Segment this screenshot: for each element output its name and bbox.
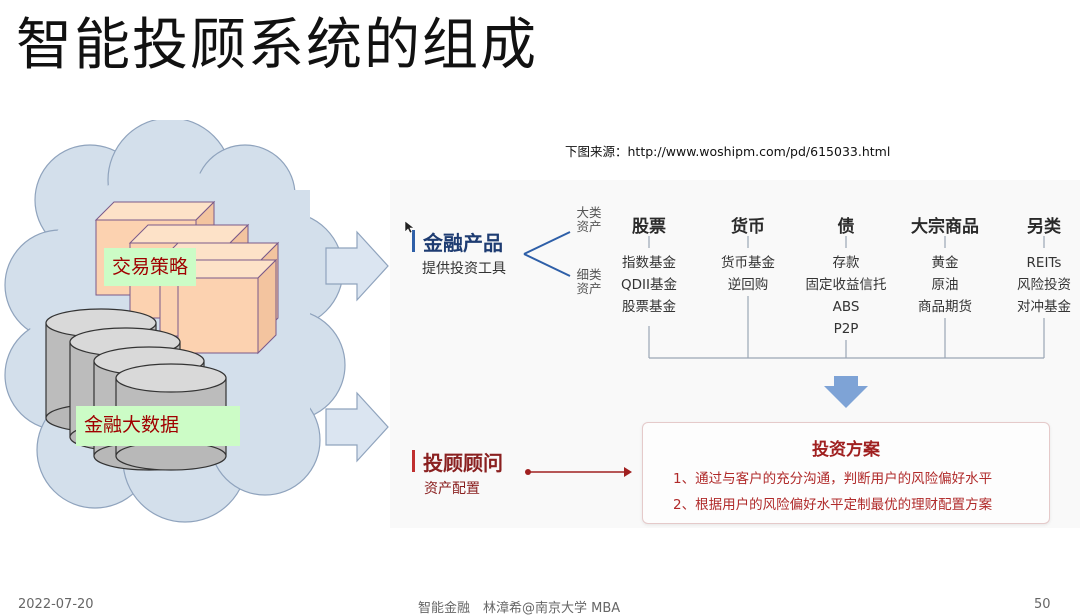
category-items: 存款 固定收益信托 ABS P2P [806, 252, 887, 340]
arrow-right-icon [525, 467, 632, 477]
footer-date: 2022-07-20 [18, 597, 94, 612]
category-items: 指数基金 QDII基金 股票基金 [621, 252, 677, 318]
list-item: 逆回购 [727, 277, 769, 293]
source-note: 下图来源：http://www.woshipm.com/pd/615033.ht… [565, 144, 891, 159]
advisor-title: 投顾顾问 [423, 451, 503, 475]
category-alternative: 另类 [1027, 217, 1061, 237]
strategy-label: 交易策略 [104, 248, 197, 286]
mouse-cursor-icon [404, 220, 414, 234]
category-items: REITs 风险投资 对冲基金 [1017, 252, 1071, 318]
plan-title: 投资方案 [812, 440, 880, 460]
category-money: 货币 [731, 217, 765, 237]
list-item: 黄金 [931, 255, 959, 271]
list-item: QDII基金 [621, 277, 677, 293]
page-title: 智能投顾系统的组成 [16, 13, 538, 78]
arrow-right-icon [325, 230, 389, 302]
list-item: 货币基金 [721, 255, 775, 271]
cloud-diagram [4, 120, 389, 523]
category-stock: 股票 [632, 217, 666, 237]
list-item: 固定收益信托 [805, 277, 887, 293]
branch-major-label: 大类资产 [576, 205, 602, 234]
products-subtitle: 提供投资工具 [422, 261, 506, 277]
bigdata-label: 金融大数据 [76, 406, 240, 446]
category-items: 货币基金 逆回购 [721, 252, 775, 296]
list-item: 风险投资 [1017, 277, 1071, 293]
list-item: ABS [832, 299, 860, 315]
section-marker [412, 450, 415, 472]
list-item: 股票基金 [621, 299, 676, 315]
list-item: 指数基金 [621, 255, 676, 271]
list-item: P2P [833, 321, 859, 337]
list-item: 商品期货 [918, 299, 972, 315]
branch-detail-label: 细类资产 [576, 267, 602, 296]
section-marker [412, 230, 415, 252]
advisor-subtitle: 资产配置 [424, 481, 480, 497]
arrow-down-icon [824, 376, 868, 408]
plan-line: 1、通过与客户的充分沟通，判断用户的风险偏好水平 [673, 471, 993, 487]
category-connectors [648, 236, 1045, 408]
category-bond: 债 [837, 217, 855, 237]
plan-line: 2、根据用户的风险偏好水平定制最优的理财配置方案 [673, 497, 993, 513]
list-item: 对冲基金 [1017, 299, 1071, 315]
products-title: 金融产品 [423, 231, 503, 255]
branch-connector [523, 231, 571, 277]
page-number: 50 [1034, 597, 1051, 612]
list-item: 原油 [931, 277, 959, 293]
investment-plan-box: 投资方案 1、通过与客户的充分沟通，判断用户的风险偏好水平 2、根据用户的风险偏… [642, 422, 1050, 524]
list-item: REITs [1026, 255, 1062, 271]
category-items: 黄金 原油 商品期货 [918, 252, 972, 318]
list-item: 存款 [832, 255, 860, 271]
arrow-right-icon [325, 391, 389, 463]
footer-center: 智能金融 林漳希@南京大学 MBA [418, 601, 621, 616]
category-commodity: 大宗商品 [911, 217, 979, 237]
